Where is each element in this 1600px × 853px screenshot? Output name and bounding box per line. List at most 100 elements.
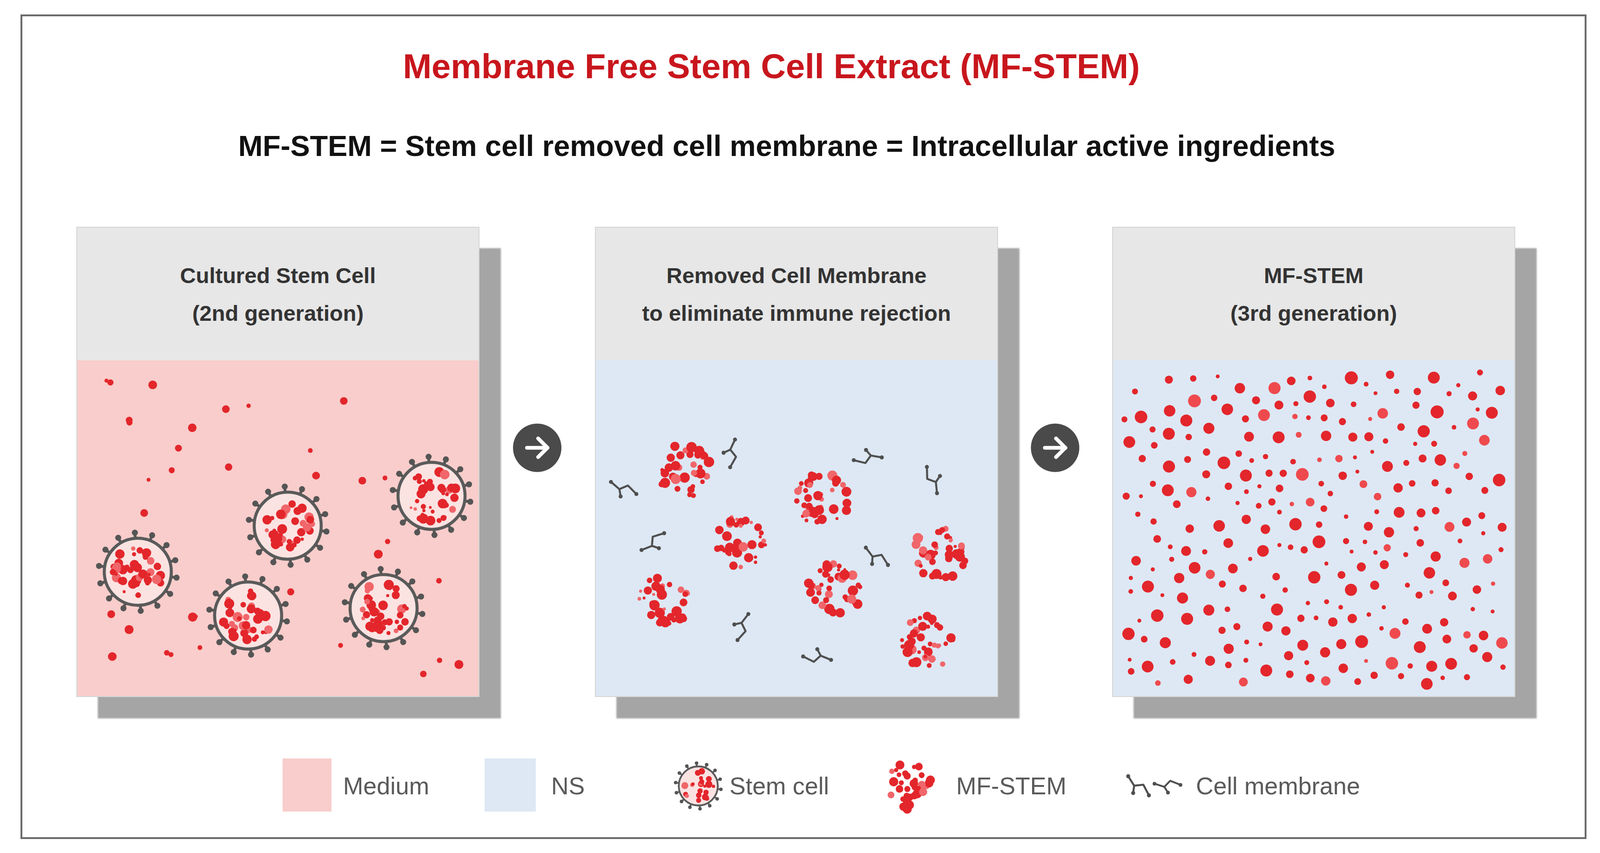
extract-dot [1481, 486, 1489, 494]
membrane-spike [411, 627, 417, 631]
extract-dot [290, 540, 294, 545]
extract-dot [1168, 556, 1175, 562]
extract-dot [918, 621, 927, 631]
extract-dot [242, 634, 252, 644]
extract-dot [1150, 518, 1157, 525]
extract-dot [1430, 551, 1441, 562]
process-panel: MF-STEM (3rd generation) [1112, 226, 1516, 697]
extract-dot [735, 517, 739, 521]
arrow-badge [513, 423, 562, 473]
extract-dot [1350, 401, 1357, 407]
extract-dot [438, 486, 446, 493]
extract-dot [909, 779, 919, 788]
membrane-knob [120, 605, 127, 612]
extract-dot [418, 513, 429, 524]
membrane-spike [215, 593, 221, 597]
extract-dot [1393, 506, 1405, 518]
extract-dot [1370, 449, 1375, 454]
extract-dot [706, 795, 709, 799]
extract-dot [802, 509, 811, 518]
membrane-piece [641, 533, 665, 550]
extract-dot [1260, 593, 1266, 599]
membrane-spike [708, 802, 710, 806]
extract-dot [1325, 398, 1335, 408]
extract-dot [1150, 441, 1158, 449]
membrane-end [1166, 790, 1170, 795]
membrane-fragment [851, 447, 885, 463]
extract-dot [1482, 651, 1493, 662]
extract-dot [1137, 618, 1141, 623]
membrane-end [885, 562, 891, 568]
membrane-spike [165, 590, 171, 595]
membrane-spike [99, 565, 105, 567]
extract-dot [924, 778, 934, 788]
extract-dot [925, 775, 935, 785]
extract-dot [902, 804, 912, 814]
membrane-spike [432, 529, 436, 535]
membrane-spike [456, 469, 461, 473]
extract-dot [1274, 400, 1284, 410]
membrane-knob [230, 648, 237, 655]
extract-dot [412, 475, 418, 481]
panel-header: MF-STEM (3rd generation) [1113, 227, 1515, 361]
extract-dot [1373, 550, 1378, 555]
membrane-knob [695, 761, 699, 765]
membrane-spike [712, 770, 716, 773]
membrane-spike [698, 805, 701, 809]
extract-dot [445, 486, 453, 494]
extract-dot [262, 514, 272, 525]
extract-dot [659, 615, 669, 625]
extract-dot [225, 600, 230, 606]
extract-dot [443, 471, 450, 478]
extract-dot [1258, 409, 1270, 421]
extract-dot [945, 554, 953, 563]
cell-membrane-ring [214, 581, 282, 649]
extract-dot [918, 772, 925, 779]
membrane-knob [323, 528, 330, 535]
membrane-spike [716, 779, 721, 781]
extract-dot [671, 474, 678, 481]
legend-label: NS [551, 771, 585, 800]
extract-dot [272, 528, 277, 533]
diagram-title: Membrane Free Stem Cell Extract (MF-STEM… [402, 46, 1140, 87]
extract-dot [271, 533, 283, 544]
membrane-spike [228, 581, 232, 587]
extract-dot [1303, 390, 1317, 403]
extract-dot [763, 543, 768, 547]
extract-dot [679, 598, 688, 607]
extract-dot [439, 469, 450, 480]
extract-dot [153, 562, 162, 571]
extract-dot [419, 670, 427, 677]
extract-dot [855, 582, 861, 588]
membrane-knob [409, 578, 416, 585]
extract-dot [684, 793, 689, 798]
extract-dot [1469, 643, 1478, 653]
extract-dot [228, 627, 234, 634]
membrane-knob [389, 486, 396, 493]
extract-dot [444, 502, 450, 508]
extract-dot [948, 538, 953, 543]
extract-dot [1423, 567, 1436, 579]
extract-dot [915, 785, 922, 792]
extract-dot [690, 484, 696, 489]
extract-dot [1139, 494, 1144, 499]
extract-dot [909, 629, 919, 638]
membrane-knob [154, 602, 161, 609]
extract-dot [1397, 423, 1405, 431]
extract-dot [434, 466, 445, 477]
membrane-spike [169, 560, 176, 562]
legend-label: Medium [343, 771, 430, 800]
extract-dot [247, 591, 257, 601]
extract-dot [374, 608, 381, 615]
extract-dot [146, 567, 155, 576]
extract-dot [1320, 505, 1328, 512]
membrane-knob [256, 549, 263, 556]
extract-dot [1297, 614, 1305, 622]
membrane-knob [719, 787, 723, 792]
subtitle-equation: MF-STEM = Stem cell removed cell membran… [238, 128, 1336, 163]
extract-dot [130, 582, 134, 587]
membrane-end [870, 561, 875, 567]
extract-dot [1181, 546, 1191, 556]
extract-dot [1210, 394, 1218, 402]
extract-dot [1202, 448, 1211, 456]
